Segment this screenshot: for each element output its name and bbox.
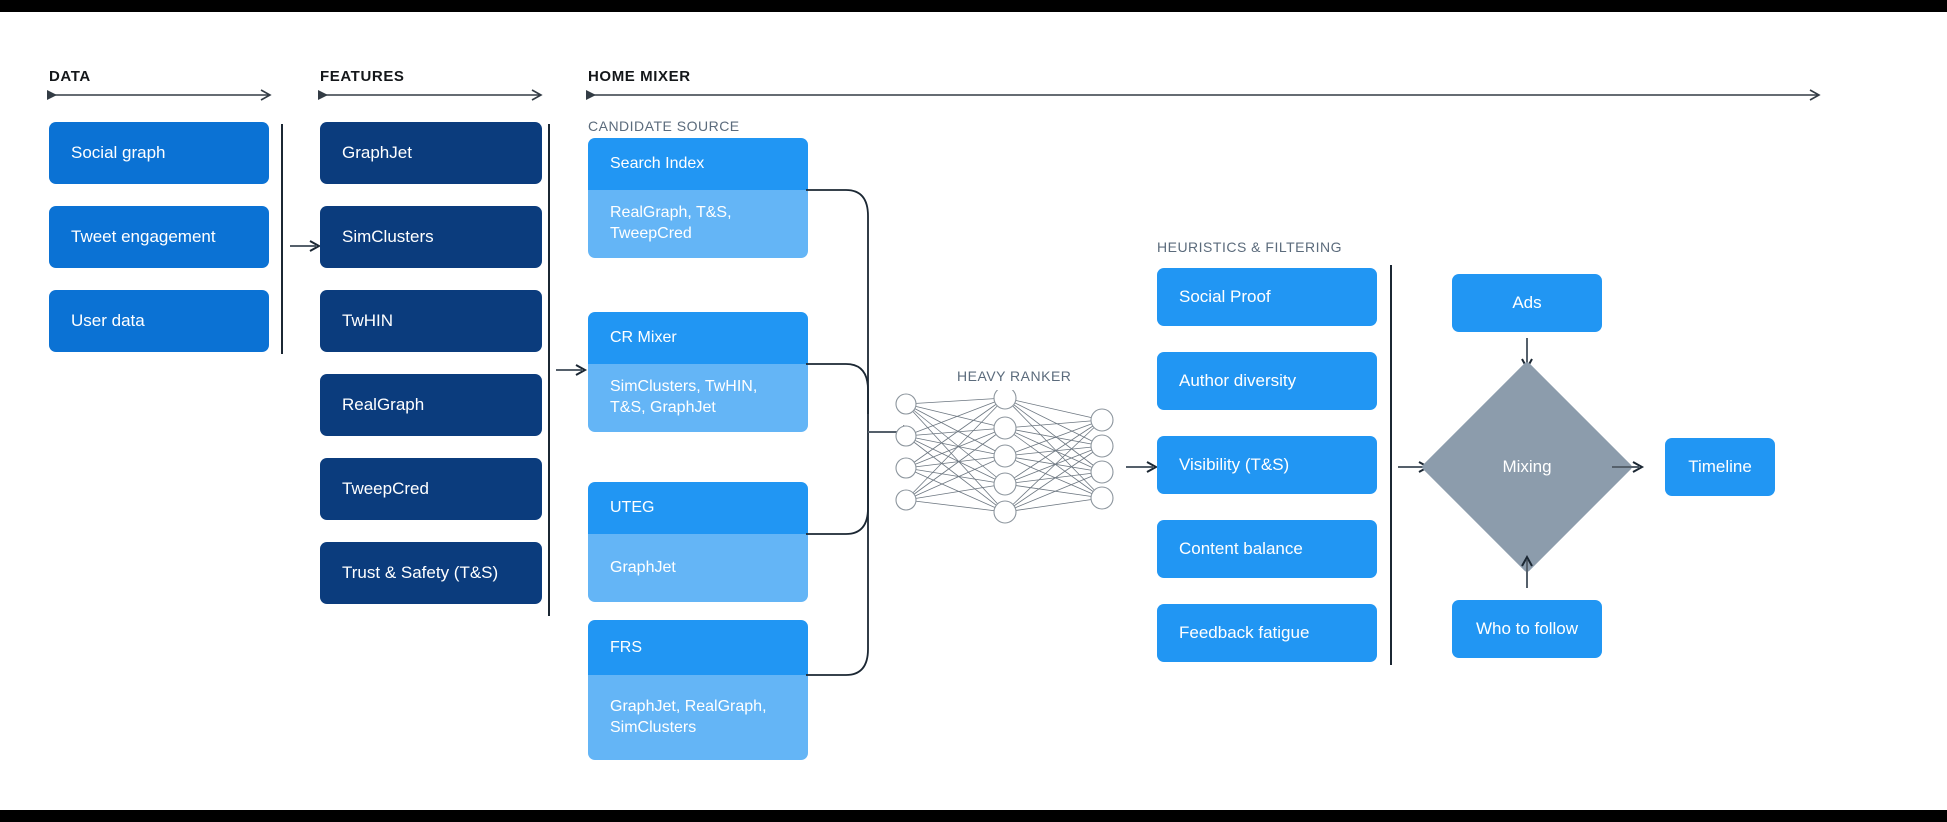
output-box-timeline[interactable]: Timeline	[1665, 438, 1775, 496]
connector-ranker-to-heuristics	[1126, 460, 1160, 474]
axis-arrow-features	[318, 88, 544, 102]
subsection-header-candidate-source: CANDIDATE SOURCE	[588, 118, 740, 134]
candidate-source-card-search-index[interactable]: Search Index RealGraph, T&S, TweepCred	[588, 138, 808, 258]
connector-features-to-candidate-source	[556, 363, 588, 377]
candidate-source-features: GraphJet	[588, 534, 808, 602]
output-box-label: Timeline	[1688, 457, 1752, 477]
candidate-source-name: CR Mixer	[588, 312, 808, 364]
top-letterbox-bar	[0, 0, 1947, 12]
candidate-source-card-cr-mixer[interactable]: CR Mixer SimClusters, TwHIN, T&S, GraphJ…	[588, 312, 808, 432]
feature-box-label: TwHIN	[342, 311, 393, 331]
heuristic-box-label: Feedback fatigue	[1179, 623, 1310, 643]
feature-box-label: RealGraph	[342, 395, 425, 415]
data-box-label: User data	[71, 311, 145, 331]
feature-box-realgraph[interactable]: RealGraph	[320, 374, 542, 436]
heuristic-box-content-balance[interactable]: Content balance	[1157, 520, 1377, 578]
candidate-source-features: RealGraph, T&S, TweepCred	[588, 190, 808, 258]
heuristic-box-social-proof[interactable]: Social Proof	[1157, 268, 1377, 326]
axis-arrow-data	[47, 88, 273, 102]
divider-features-home-mixer	[548, 124, 550, 616]
data-box-tweet-engagement[interactable]: Tweet engagement	[49, 206, 269, 268]
output-box-who-to-follow[interactable]: Who to follow	[1452, 600, 1602, 658]
axis-arrow-home-mixer	[586, 88, 1822, 102]
feature-box-tweepcred[interactable]: TweepCred	[320, 458, 542, 520]
feature-box-label: TweepCred	[342, 479, 429, 499]
feature-box-trust-safety[interactable]: Trust & Safety (T&S)	[320, 542, 542, 604]
feature-box-label: GraphJet	[342, 143, 412, 163]
data-box-label: Social graph	[71, 143, 166, 163]
data-box-label: Tweet engagement	[71, 227, 216, 247]
divider-data-features	[281, 124, 283, 354]
candidate-source-name: UTEG	[588, 482, 808, 534]
subsection-header-heuristics: HEURISTICS & FILTERING	[1157, 239, 1342, 255]
feature-box-simclusters[interactable]: SimClusters	[320, 206, 542, 268]
section-header-features: FEATURES	[320, 68, 405, 85]
candidate-source-features: SimClusters, TwHIN, T&S, GraphJet	[588, 364, 808, 432]
candidate-source-card-frs[interactable]: FRS GraphJet, RealGraph, SimClusters	[588, 620, 808, 760]
heuristic-box-author-diversity[interactable]: Author diversity	[1157, 352, 1377, 410]
candidate-source-features: GraphJet, RealGraph, SimClusters	[588, 675, 808, 760]
output-box-label: Ads	[1512, 293, 1542, 313]
data-box-user-data[interactable]: User data	[49, 290, 269, 352]
connector-data-to-features	[290, 239, 322, 253]
heuristic-box-label: Visibility (T&S)	[1179, 455, 1290, 475]
heuristic-box-visibility[interactable]: Visibility (T&S)	[1157, 436, 1377, 494]
heuristic-box-label: Content balance	[1179, 539, 1303, 559]
mixing-diamond[interactable]	[1420, 360, 1634, 574]
feature-box-graphjet[interactable]: GraphJet	[320, 122, 542, 184]
connector-mixing-to-timeline	[1612, 460, 1646, 474]
section-header-data: DATA	[49, 68, 91, 85]
section-header-home-mixer: HOME MIXER	[588, 68, 691, 85]
divider-heuristics-mixing	[1390, 265, 1392, 665]
output-box-label: Who to follow	[1475, 619, 1579, 639]
heuristic-box-label: Social Proof	[1179, 287, 1271, 307]
feature-box-twhin[interactable]: TwHIN	[320, 290, 542, 352]
heuristic-box-label: Author diversity	[1179, 371, 1297, 391]
feature-box-label: SimClusters	[342, 227, 434, 247]
heavy-ranker-neural-network	[890, 390, 1120, 525]
candidate-source-name: FRS	[588, 620, 808, 675]
candidate-source-card-uteg[interactable]: UTEG GraphJet	[588, 482, 808, 602]
feature-box-label: Trust & Safety (T&S)	[342, 563, 499, 583]
bottom-letterbox-bar	[0, 810, 1947, 822]
data-box-social-graph[interactable]: Social graph	[49, 122, 269, 184]
output-box-ads[interactable]: Ads	[1452, 274, 1602, 332]
candidate-source-name: Search Index	[588, 138, 808, 190]
connector-who-to-follow-to-mixing	[1520, 554, 1534, 588]
diagram-body: DATA FEATURES HOME MIXER CANDIDATE SOURC…	[0, 12, 1947, 810]
heuristic-box-feedback-fatigue[interactable]: Feedback fatigue	[1157, 604, 1377, 662]
subsection-header-heavy-ranker: HEAVY RANKER	[957, 368, 1072, 384]
